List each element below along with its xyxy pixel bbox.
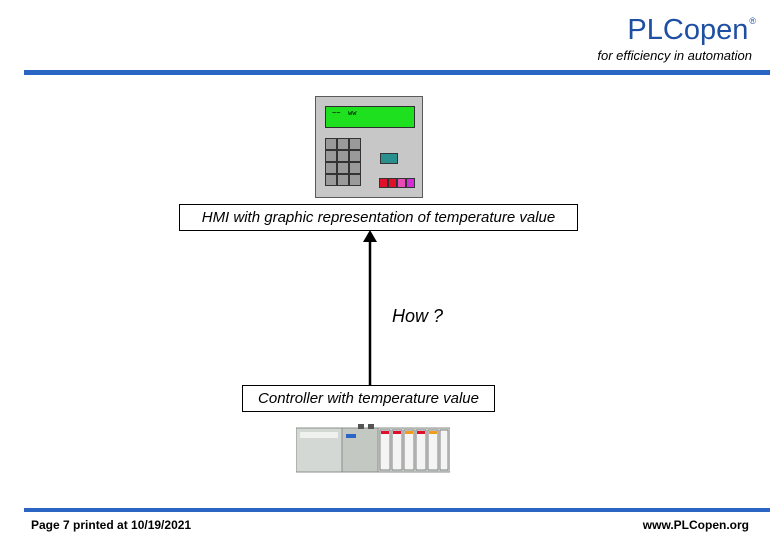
plc-io-slot <box>379 429 391 471</box>
hmi-key <box>325 162 337 174</box>
hmi-key <box>349 174 361 186</box>
plc-io-indicator <box>393 431 401 434</box>
registered-mark: ® <box>749 16 756 27</box>
hmi-display-glyph-1: ~~ <box>332 109 341 117</box>
plc-controller-illustration <box>296 424 450 473</box>
brand-tagline: for efficiency in automation <box>597 48 752 63</box>
brand-logo: PLCopen® <box>627 14 756 47</box>
plc-io-indicator <box>417 431 425 434</box>
plc-io-indicator <box>429 431 437 434</box>
plc-io-slot <box>391 429 403 471</box>
hmi-display: ~~ ww <box>325 106 415 128</box>
arrow-head-icon <box>363 230 377 242</box>
plc-io-slot <box>403 429 415 471</box>
hmi-red-button <box>379 178 388 188</box>
hmi-pink-button <box>397 178 406 188</box>
hmi-red-button <box>388 178 397 188</box>
hmi-function-buttons <box>379 178 415 188</box>
plc-io-slot <box>415 429 427 471</box>
plc-power-label <box>300 432 338 438</box>
data-flow-arrow <box>363 230 377 386</box>
hmi-key <box>337 138 349 150</box>
hmi-display-glyph-2: ww <box>348 109 357 117</box>
hmi-key <box>349 150 361 162</box>
hmi-key <box>349 138 361 150</box>
controller-label: Controller with temperature value <box>242 385 495 412</box>
hmi-key <box>337 174 349 186</box>
header-divider <box>24 70 770 75</box>
hmi-magenta-button <box>406 178 415 188</box>
hmi-key <box>349 162 361 174</box>
hmi-key <box>325 138 337 150</box>
hmi-key <box>325 150 337 162</box>
plc-io-modules <box>379 429 449 471</box>
hmi-teal-button <box>380 153 398 164</box>
plc-io-slot <box>439 429 449 471</box>
page-info: Page 7 printed at 10/19/2021 <box>31 518 192 532</box>
plc-status-led <box>346 434 356 438</box>
hmi-key <box>337 150 349 162</box>
plc-io-indicator <box>405 431 413 434</box>
hmi-label: HMI with graphic representation of tempe… <box>179 204 578 231</box>
how-question: How ? <box>392 306 444 326</box>
plc-connector <box>368 424 374 429</box>
hmi-key <box>325 174 337 186</box>
hmi-key <box>337 162 349 174</box>
plc-connector <box>358 424 364 429</box>
plc-io-indicator <box>381 431 389 434</box>
footer-divider <box>24 508 770 512</box>
brand-name: PLCopen <box>627 14 749 46</box>
website-url: www.PLCopen.org <box>642 518 749 532</box>
plc-io-slot <box>427 429 439 471</box>
hmi-panel-illustration: ~~ ww <box>315 96 423 198</box>
hmi-keypad <box>325 138 361 186</box>
